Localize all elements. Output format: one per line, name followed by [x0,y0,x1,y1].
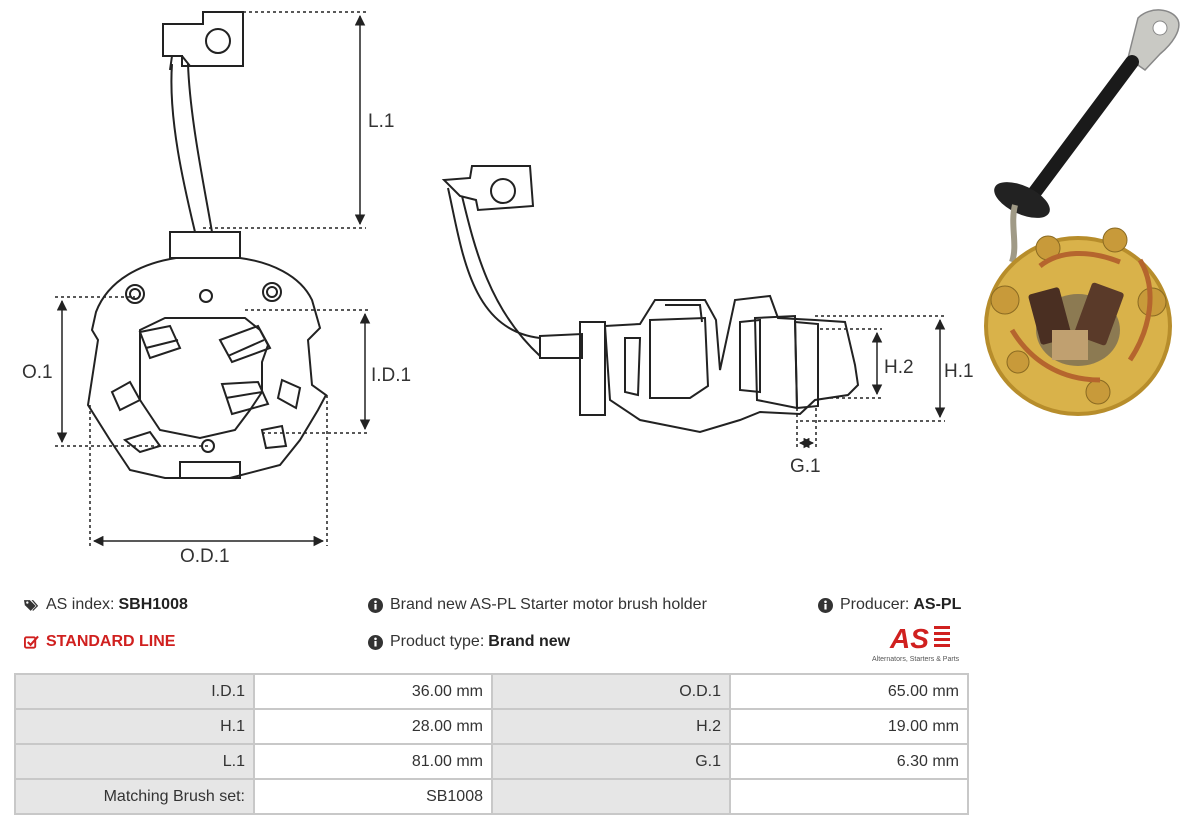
as-pl-logo: AS Alternators, Starters & Parts [872,623,960,663]
spec-key: H.1 [14,708,255,745]
spec-value [729,778,969,815]
spec-key: O.D.1 [491,673,731,710]
spec-key: H.2 [491,708,731,745]
spec-value: 65.00 mm [729,673,969,710]
producer-value: AS-PL [913,596,962,613]
info-circle-icon [368,597,383,613]
as-index-label: AS index: [46,596,115,613]
check-square-icon [24,635,39,650]
table-row: Matching Brush set: SB1008 [14,778,969,815]
spec-value: 28.00 mm [253,708,493,745]
product-photo [984,9,1180,416]
product-type-value: Brand new [488,633,571,650]
info-circle-icon [368,634,383,650]
tags-icon [24,598,39,613]
spec-value: 19.00 mm [729,708,969,745]
standard-line: STANDARD LINE [24,633,175,651]
description: Brand new AS-PL Starter motor brush hold… [368,596,707,614]
spec-value: 6.30 mm [729,743,969,780]
technical-drawing: L.1 O.1 I.D.1 O.D.1 H.2 H.1 G.1 [22,9,1180,567]
standard-line-label: STANDARD LINE [46,633,176,650]
front-dimensions [55,11,371,547]
spec-value: 36.00 mm [253,673,493,710]
producer-label: Producer: [840,596,910,613]
as-index: AS index: SBH1008 [24,596,188,614]
spec-key: G.1 [491,743,731,780]
spec-key: L.1 [14,743,255,780]
label-o1: O.1 [22,362,53,383]
spec-key [491,778,731,815]
svg-text:Alternators, Starters & Parts: Alternators, Starters & Parts [872,656,960,663]
producer: Producer: AS-PL [818,596,961,614]
spec-value: 81.00 mm [253,743,493,780]
spec-key: Matching Brush set: [14,778,255,815]
label-id1: I.D.1 [371,365,411,386]
product-type-label: Product type: [390,633,485,650]
label-l1: L.1 [368,111,394,132]
description-text: Brand new AS-PL Starter motor brush hold… [390,596,707,613]
side-dimensions [796,315,946,449]
label-h2: H.2 [884,357,914,378]
product-type: Product type: Brand new [368,633,570,651]
as-index-value: SBH1008 [118,596,188,613]
spec-key: I.D.1 [14,673,255,710]
label-g1: G.1 [790,456,821,477]
svg-text:AS: AS [889,623,929,654]
table-row: L.1 81.00 mm G.1 6.30 mm [14,743,969,780]
spec-table: I.D.1 36.00 mm O.D.1 65.00 mm H.1 28.00 … [14,673,969,815]
side-view [441,165,860,434]
label-od1: O.D.1 [180,546,230,567]
spec-value[interactable]: SB1008 [253,778,493,815]
front-view [86,11,328,479]
label-h1: H.1 [944,361,974,382]
info-circle-icon [818,597,833,613]
table-row: H.1 28.00 mm H.2 19.00 mm [14,708,969,745]
table-row: I.D.1 36.00 mm O.D.1 65.00 mm [14,673,969,710]
